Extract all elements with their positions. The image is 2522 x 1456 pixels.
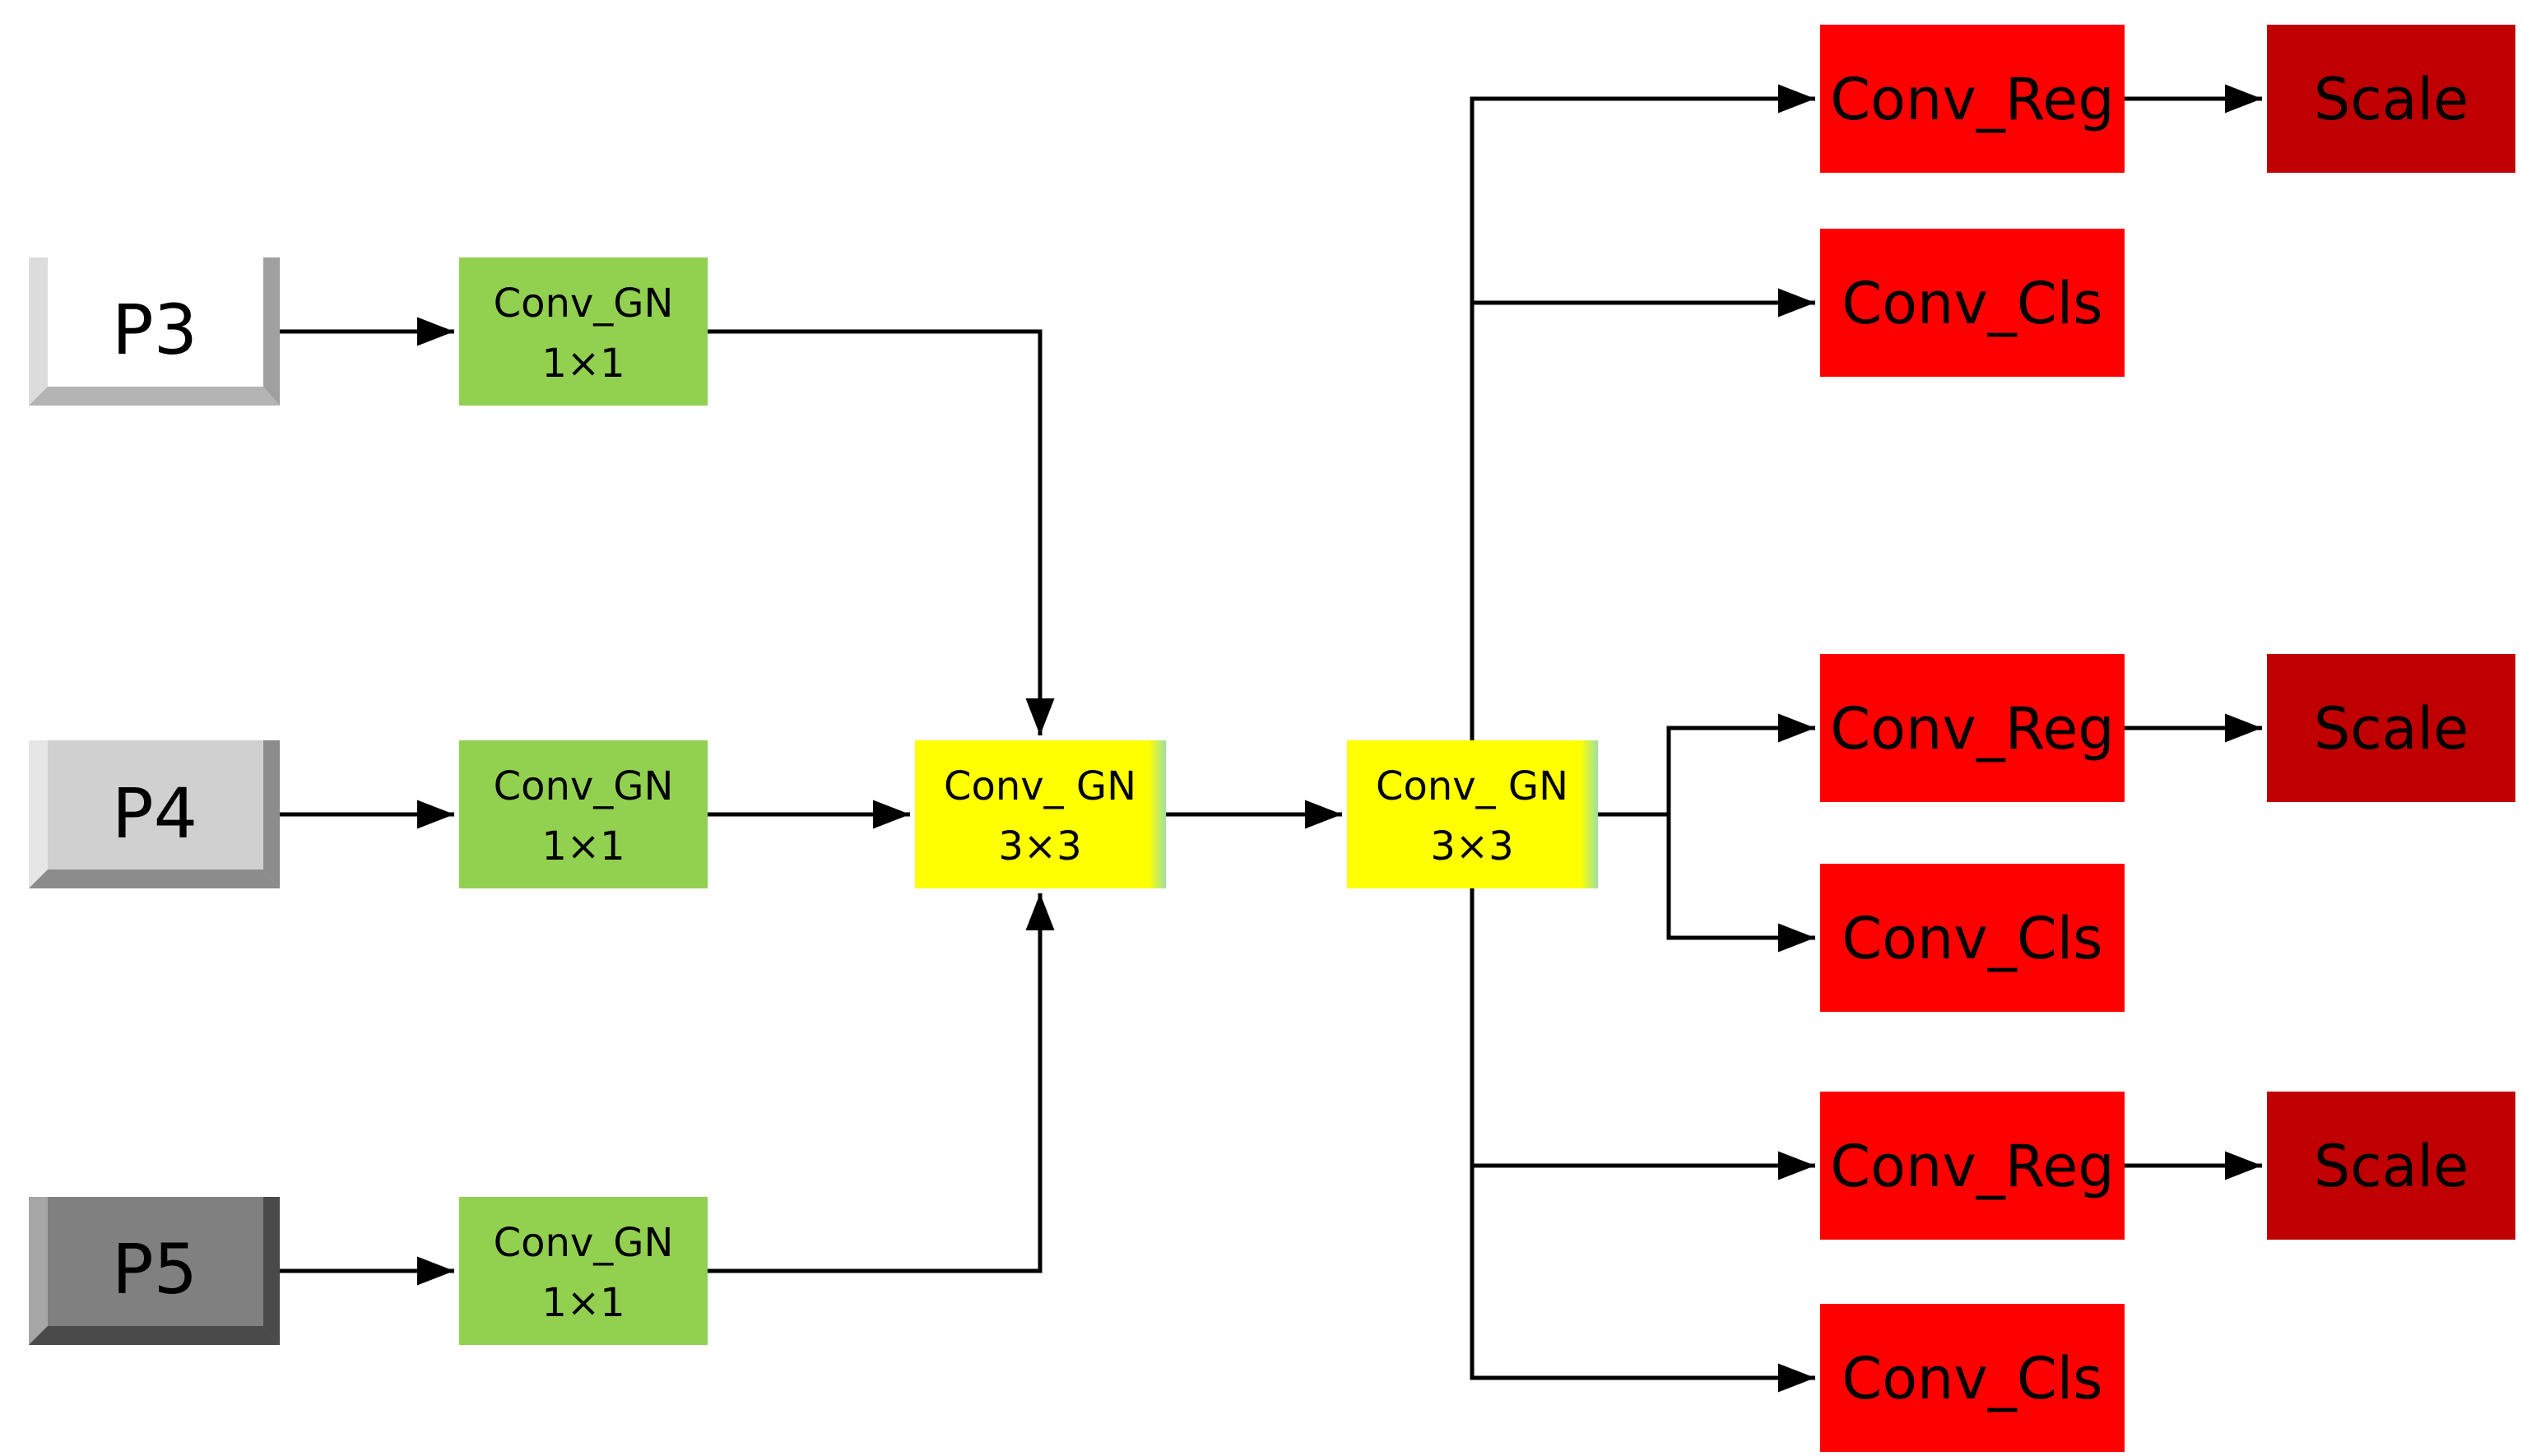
conv-gn-3x3-first: Conv_ GN 3×3 (915, 740, 1166, 888)
conv-gn-3x3-second-line1: Conv_ GN (1376, 763, 1568, 809)
conv-gn-1x1-p5-line2: 1×1 (541, 1280, 625, 1326)
conv-gn-1x1-p3: Conv_GN 1×1 (459, 257, 708, 406)
head-2-scale-label: Scale (2314, 695, 2469, 763)
head-1-conv-reg-label: Conv_Reg (1830, 66, 2115, 133)
conv-gn-1x1-p5-line1: Conv_GN (494, 1220, 674, 1266)
input-p5: P5 (29, 1197, 280, 1345)
head-1-conv-cls-label: Conv_Cls (1842, 270, 2102, 337)
conv-gn-3x3-second-line2: 3×3 (1430, 823, 1513, 869)
head-2-scale: Scale (2267, 654, 2515, 802)
head-3-scale: Scale (2267, 1092, 2515, 1240)
head-2-conv-reg-label: Conv_Reg (1830, 695, 2115, 763)
arrow-to-head-3-cls (1470, 888, 1815, 1393)
arrow-to-head-1-reg (1470, 84, 1815, 740)
head-3-conv-reg: Conv_Reg (1820, 1092, 2125, 1240)
head-1-scale-label: Scale (2314, 66, 2469, 133)
input-p4: P4 (29, 740, 280, 888)
conv-gn-1x1-p4: Conv_GN 1×1 (459, 740, 708, 888)
input-p3: P3 (29, 257, 280, 406)
conv-gn-3x3-second: Conv_ GN 3×3 (1347, 740, 1598, 888)
arrow-conv1x1-p3-to-conv3x3 (708, 329, 1055, 735)
arrow-to-head-2-cls (1666, 814, 1815, 953)
conv-gn-1x1-p3-line1: Conv_GN (494, 281, 674, 327)
conv-gn-1x1-p4-line2: 1×1 (541, 823, 625, 869)
head-3-conv-reg-label: Conv_Reg (1830, 1133, 2115, 1200)
conv-gn-1x1-p3-line2: 1×1 (541, 341, 625, 387)
head-3-scale-label: Scale (2314, 1133, 2469, 1200)
conv-gn-3x3-first-line2: 3×3 (998, 823, 1081, 869)
conv-gn-1x1-p4-line1: Conv_GN (494, 763, 674, 809)
head-1-conv-reg: Conv_Reg (1820, 25, 2125, 173)
arrow-to-head-2-reg (1666, 713, 1815, 935)
connectors (280, 84, 2262, 1393)
head-2-conv-reg: Conv_Reg (1820, 654, 2125, 802)
head-3-conv-cls: Conv_Cls (1820, 1304, 2125, 1452)
head-3-conv-cls-label: Conv_Cls (1842, 1345, 2102, 1412)
head-1-conv-cls: Conv_Cls (1820, 229, 2125, 377)
conv-gn-3x3-first-line1: Conv_ GN (944, 763, 1136, 809)
input-p3-label: P3 (112, 290, 197, 370)
arrow-conv1x1-p5-to-conv3x3 (708, 893, 1055, 1273)
head-2-conv-cls-label: Conv_Cls (1842, 905, 2102, 972)
head-2-conv-cls: Conv_Cls (1820, 864, 2125, 1012)
head-1-scale: Scale (2267, 25, 2515, 173)
conv-gn-1x1-p5: Conv_GN 1×1 (459, 1197, 708, 1345)
input-p4-label: P4 (112, 773, 197, 854)
input-p5-label: P5 (112, 1229, 197, 1310)
